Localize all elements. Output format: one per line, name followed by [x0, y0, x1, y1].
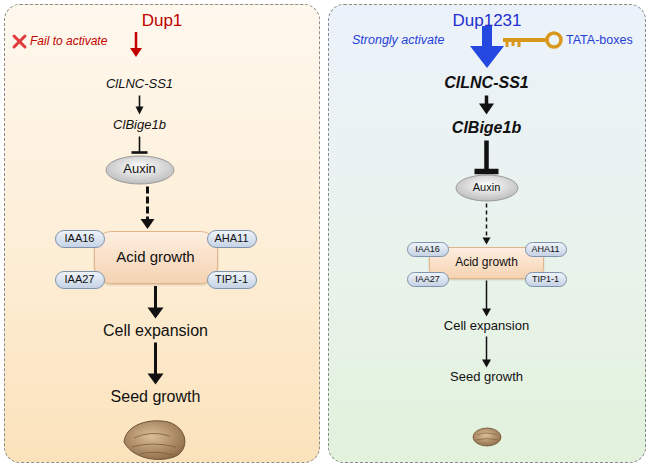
node-text: AHA11 — [532, 245, 560, 255]
gene-pill: TIP1-1 — [207, 271, 257, 289]
panel-heading: Dup1 — [5, 12, 319, 31]
process-label: Seed growth — [442, 370, 532, 386]
node-text: TIP1-1 — [532, 275, 559, 285]
node-text: ClLNC-SS1 — [106, 77, 173, 91]
node-text: ClBige1b — [113, 118, 166, 132]
gene-label: ClLNC-SS1 — [90, 76, 190, 94]
gene-pill: IAA16 — [407, 242, 449, 257]
gene-label: ClBige1b — [437, 117, 537, 139]
node-text: IAA16 — [415, 245, 440, 255]
node-text: IAA27 — [65, 273, 95, 285]
annotation-text: Strongly activate — [352, 34, 444, 48]
annotation-text: TATA-boxes — [566, 34, 633, 48]
node-text: ClLNC-SS1 — [444, 74, 528, 92]
node-text: Cell expansion — [444, 319, 529, 333]
node-text: Cell expansion — [103, 322, 208, 340]
node-text: IAA27 — [415, 275, 440, 285]
gene-label: ClLNC-SS1 — [432, 72, 542, 94]
gene-pill: IAA16 — [55, 230, 105, 248]
node-text: AHA11 — [214, 232, 248, 244]
gene-label: ClBige1b — [95, 117, 185, 135]
gene-pill: TIP1-1 — [525, 272, 567, 287]
node-text: IAA16 — [65, 232, 95, 244]
node-text: Acid growth — [116, 249, 194, 266]
node-text: Seed growth — [450, 370, 523, 384]
node-text: ClBige1b — [452, 119, 521, 137]
gene-pill: IAA27 — [55, 271, 105, 289]
panel: ClLNC-SS1ClBige1bAuxinAcid growth IAA16 AH… — [4, 4, 320, 463]
panel-heading: Dup1231 — [329, 12, 645, 31]
node-text: TIP1-1 — [215, 273, 248, 285]
process-box: Acid growth — [94, 231, 218, 284]
gene-pill: AHA11 — [525, 242, 567, 257]
hormone-ellipse: Auxin — [105, 155, 175, 185]
node-text: Auxin — [473, 181, 501, 193]
gene-pill: IAA27 — [407, 272, 449, 287]
process-label: Seed growth — [101, 387, 211, 407]
gene-pill: AHA11 — [207, 230, 257, 248]
process-label: Cell expansion — [437, 319, 537, 335]
node-text: Auxin — [123, 162, 156, 176]
annotation-text: Fail to activate — [30, 35, 107, 48]
hormone-ellipse: Auxin — [455, 174, 519, 202]
node-text: Seed growth — [111, 388, 201, 406]
process-label: Cell expansion — [91, 321, 221, 341]
node-text: Acid growth — [455, 256, 518, 269]
panel: ClLNC-SS1ClBige1bAuxinAcid growth IAA16 AH… — [328, 4, 646, 463]
